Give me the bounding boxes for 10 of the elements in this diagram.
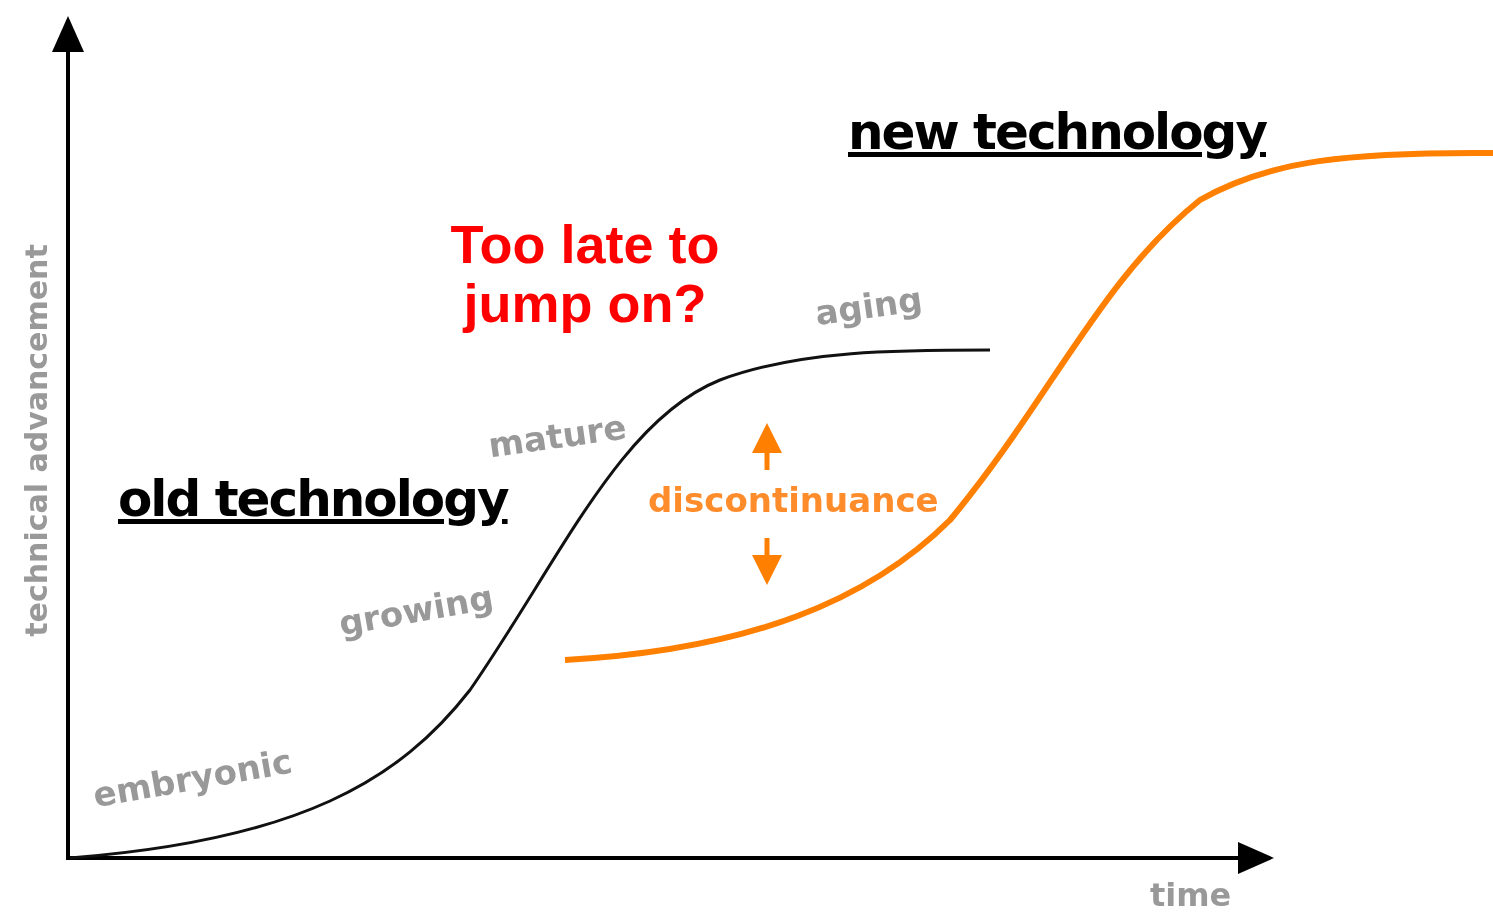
heading: new technology [848,105,1266,160]
stage-label: mature [486,408,629,465]
stage-label: embryonic [90,742,295,815]
annotation-label: discontinuance [648,482,939,520]
stage-label: growing [335,578,497,643]
axis-label: time [1150,878,1232,914]
stage-label: aging [812,280,925,333]
heading: old technology [118,472,508,527]
axis-label: technical advancement [19,243,53,637]
question-text: Too late to jump on? [449,215,721,334]
